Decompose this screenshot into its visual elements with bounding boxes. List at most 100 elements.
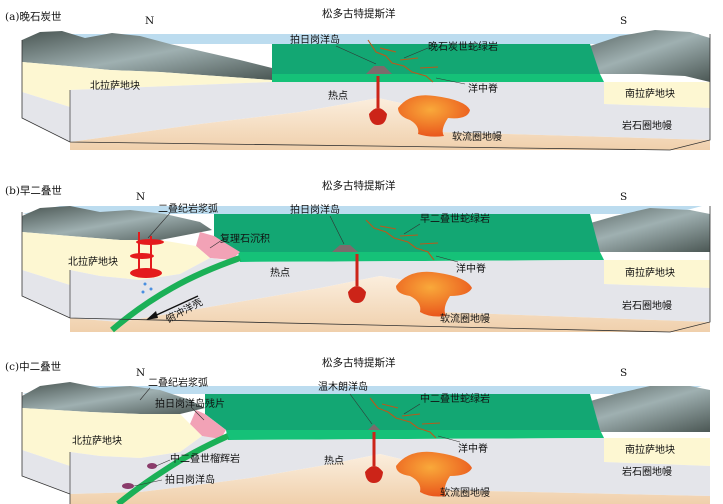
leader-island-b xyxy=(329,215,345,245)
asthenosphere-label-b: 软流圈地幔 xyxy=(440,312,490,325)
ocean-crust-b xyxy=(238,252,604,262)
south-marker-c: S xyxy=(620,367,627,379)
north-mountain-c xyxy=(22,382,205,414)
north-block-label-b: 北拉萨地块 xyxy=(68,255,118,268)
south-terrane-a xyxy=(604,82,710,108)
leader-arc-b xyxy=(147,212,171,239)
ocean-crust-a xyxy=(272,74,604,82)
south-block-label-b: 南拉萨地块 xyxy=(625,266,675,279)
arc-sill-2 xyxy=(130,253,154,259)
north-terrane-b xyxy=(22,232,210,285)
asthenosphere-b xyxy=(70,276,710,332)
plume-head-a xyxy=(369,108,387,125)
upwelling-c xyxy=(396,451,472,497)
leader-eclogite-c xyxy=(155,459,171,467)
arc-chamber xyxy=(130,268,162,278)
upwelling-b xyxy=(396,271,472,317)
sea-b xyxy=(214,214,600,252)
lithosphere-label-c: 岩石圈地幔 xyxy=(622,465,672,478)
leader-ophiolite-a xyxy=(403,47,429,59)
old-island-body-c xyxy=(122,483,134,489)
sky-b xyxy=(22,206,702,214)
arc-label-b: 二叠纪岩浆弧 xyxy=(158,202,218,215)
ocean-crust-c xyxy=(226,430,604,440)
ocean-name-b: 松多古特提斯洋 xyxy=(322,179,396,192)
leader-arc-c xyxy=(139,387,151,401)
ophiolite-label-c: 中二叠世蛇绿岩 xyxy=(420,392,490,405)
south-marker-b: S xyxy=(620,191,627,203)
leader-ophiolite-b xyxy=(403,223,421,235)
island-label-c: 温木朗洋岛 xyxy=(318,380,368,393)
south-terrane-c xyxy=(604,438,710,466)
subducting-slab-c xyxy=(116,433,230,504)
sea-a xyxy=(272,44,600,74)
leader-old-island-c xyxy=(133,479,163,487)
leader-ridge-b xyxy=(435,255,459,263)
block-outline-b xyxy=(21,206,711,333)
fluid-2 xyxy=(149,287,153,291)
hotspot-label-b: 热点 xyxy=(270,266,290,279)
hotspot-label-c: 热点 xyxy=(324,454,344,467)
north-marker-b: N xyxy=(136,191,145,203)
north-mountain-b xyxy=(22,206,212,240)
ophiolite-label-b: 早二叠世蛇绿岩 xyxy=(420,212,490,225)
hotspot-label-a: 热点 xyxy=(328,89,348,102)
arc-dike-1 xyxy=(138,232,140,270)
north-mountain-a xyxy=(22,31,272,80)
south-block-label-a: 南拉萨地块 xyxy=(625,87,675,100)
leader-accretion-b xyxy=(209,239,223,249)
panel-title-b: (b)早二叠世 xyxy=(5,185,62,197)
leader-island-c xyxy=(349,393,373,425)
eclogite-body-c xyxy=(147,463,157,469)
north-block-label-c: 北拉萨地块 xyxy=(72,434,122,447)
island-label-b: 拍日岗洋岛 xyxy=(290,203,340,216)
lithosphere-label-a: 岩石圈地幔 xyxy=(622,119,672,132)
north-block-label-a: 北拉萨地块 xyxy=(90,79,140,92)
seamount-b xyxy=(332,245,358,252)
south-marker-a: S xyxy=(620,15,627,27)
ridge-label-b: 洋中脊 xyxy=(456,262,486,275)
accretion-label-b: 复理石沉积 xyxy=(220,232,270,245)
accretion-wedge-c xyxy=(190,410,226,440)
panel-title-a: (a)晚石炭世 xyxy=(5,11,61,23)
ridge-label-a: 洋中脊 xyxy=(468,82,498,95)
panel-c: (c)中二叠世 N S 松多古特提斯洋 温木朗洋岛 中二叠世蛇绿岩 洋中脊 热点… xyxy=(5,356,710,504)
sky-c xyxy=(22,386,702,394)
fluid-3 xyxy=(141,290,145,294)
plume-head-c xyxy=(365,466,383,483)
ophiolite-label-a: 晚石炭世蛇绿岩 xyxy=(428,40,498,53)
north-terrane-a xyxy=(22,62,272,107)
slab-arrowhead-b xyxy=(146,311,158,320)
old-island-label-c: 拍日岗洋岛 xyxy=(165,473,215,486)
south-block-label-c: 南拉萨地块 xyxy=(625,443,675,456)
ridge-fracture-c xyxy=(369,397,441,439)
slab-arrow-b xyxy=(149,295,199,319)
asthenosphere-a xyxy=(70,98,710,150)
seamount-a xyxy=(366,66,392,74)
ridge-fracture-a xyxy=(367,39,439,83)
panel-a: (a)晚石炭世 N S 松多古特提斯洋 拍日岗洋岛 晚石炭世蛇绿岩 洋中脊 热点… xyxy=(5,7,711,151)
ocean-name-c: 松多古特提斯洋 xyxy=(322,356,396,369)
ocean-name-a: 松多古特提斯洋 xyxy=(322,7,396,20)
plume-head-b xyxy=(348,286,366,303)
panel-title-c: (c)中二叠世 xyxy=(5,360,61,373)
sky-a xyxy=(22,34,700,44)
north-marker-a: N xyxy=(145,15,154,27)
north-terrane-c xyxy=(22,408,202,466)
eclogite-label-c: 中二叠世榴辉岩 xyxy=(170,452,240,465)
arc-sill-1 xyxy=(136,239,164,245)
upwelling-a xyxy=(398,95,470,137)
block-outline-c xyxy=(21,392,71,504)
fragment-label-c: 拍日岗洋岛残片 xyxy=(155,397,225,410)
asthenosphere-label-c: 软流圈地幔 xyxy=(440,486,490,499)
arc-label-c: 二叠纪岩浆弧 xyxy=(148,376,208,389)
leader-fragment-c xyxy=(191,407,205,421)
leader-ridge-c xyxy=(437,435,461,443)
leader-ridge-a xyxy=(435,77,466,85)
island-label-a: 拍日岗洋岛 xyxy=(290,33,340,46)
arc-magma-b xyxy=(130,232,164,294)
panel-b: (b)早二叠世 N S 松多古特提斯洋 拍日岗洋岛 早二叠世蛇绿岩 洋中脊 热点… xyxy=(5,179,711,333)
lithosphere-label-b: 岩石圈地幔 xyxy=(622,299,672,312)
north-marker-c: N xyxy=(136,367,145,379)
